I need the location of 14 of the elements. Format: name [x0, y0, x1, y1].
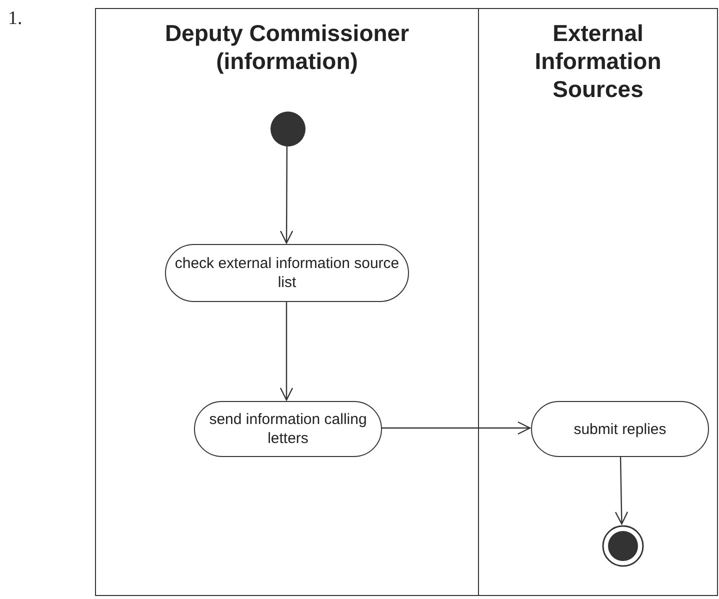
- start-node: [270, 111, 306, 147]
- arrow: [280, 146, 294, 244]
- activity-box: check external information source list: [165, 244, 409, 302]
- arrow: [280, 301, 294, 401]
- lane-heading: External Information Sources: [534, 19, 662, 103]
- arrow: [614, 456, 628, 525]
- activity-box: submit replies: [531, 401, 709, 457]
- swimlane: [95, 8, 479, 596]
- activity-box: send information calling letters: [194, 401, 382, 457]
- end-node: [602, 525, 644, 567]
- lane-heading: Deputy Commissioner (information): [164, 19, 410, 75]
- step-number: 1.: [8, 8, 22, 30]
- swimlane: [478, 8, 718, 596]
- arrow: [381, 421, 531, 435]
